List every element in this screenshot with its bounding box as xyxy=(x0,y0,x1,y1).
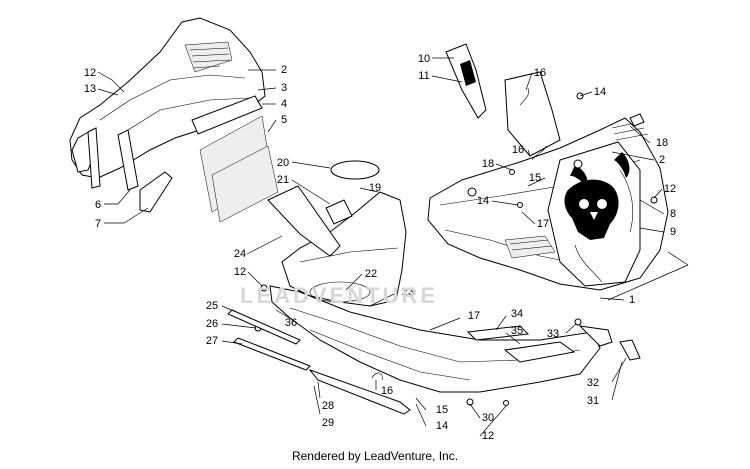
callout-26: 26 xyxy=(206,318,218,330)
callout-30: 30 xyxy=(482,412,494,424)
callout-31: 31 xyxy=(587,395,599,407)
part-5-pad xyxy=(199,115,279,223)
callout-16: 16 xyxy=(512,144,524,156)
callout-11: 11 xyxy=(418,70,429,82)
callout-7: 7 xyxy=(95,218,101,230)
callout-28: 28 xyxy=(322,400,334,412)
callout-14: 14 xyxy=(594,86,606,98)
callout-17: 17 xyxy=(468,310,480,322)
callout-25: 25 xyxy=(206,300,218,312)
callout-18: 18 xyxy=(656,137,668,149)
callout-33: 33 xyxy=(547,328,559,340)
callout-14: 14 xyxy=(436,420,448,432)
callout-2: 2 xyxy=(659,154,665,166)
callout-4: 4 xyxy=(281,98,287,110)
callout-19: 19 xyxy=(369,182,381,194)
callout-labels: 2 3 4 5 12 13 6 7 10 11 16 14 18 2 12 8 … xyxy=(84,53,676,442)
callout-12: 12 xyxy=(84,67,96,79)
part-25-27-rails xyxy=(227,309,311,371)
side-vent-grid xyxy=(184,41,233,73)
callout-16: 16 xyxy=(381,385,393,397)
callout-13: 13 xyxy=(84,83,96,95)
part-21-pad xyxy=(325,199,353,225)
callout-18: 18 xyxy=(482,158,494,170)
callout-16: 16 xyxy=(534,67,546,79)
callout-10: 10 xyxy=(418,53,430,65)
lower-pan-assembly xyxy=(269,191,601,393)
part-1-bracket xyxy=(607,251,689,301)
callout-9: 9 xyxy=(670,226,676,238)
callout-27: 27 xyxy=(206,335,218,347)
part-6-strip xyxy=(117,129,139,191)
callout-21: 21 xyxy=(277,174,289,186)
callout-12: 12 xyxy=(234,266,246,278)
part-20-ring xyxy=(330,160,380,180)
callout-5: 5 xyxy=(281,114,287,126)
callout-6: 6 xyxy=(95,199,101,211)
callout-17: 17 xyxy=(537,218,549,230)
watermark: LEADVENTURE xyxy=(240,283,439,308)
part-32-bumper xyxy=(578,325,613,347)
callout-2: 2 xyxy=(281,64,287,76)
callout-15: 15 xyxy=(529,172,541,184)
hood-vent xyxy=(504,235,556,259)
callout-34: 34 xyxy=(511,308,523,320)
callout-32: 32 xyxy=(587,377,599,389)
callout-36: 36 xyxy=(285,317,297,329)
part-3-strip xyxy=(191,95,263,135)
upper-hood-assembly xyxy=(427,117,669,291)
callout-8: 8 xyxy=(670,208,676,220)
callout-12: 12 xyxy=(482,430,494,442)
callout-22: 22 xyxy=(365,268,377,280)
part-22-seal xyxy=(309,281,371,303)
part-7-pad xyxy=(139,171,173,213)
leader-lines xyxy=(97,57,665,437)
part-10-panel xyxy=(445,43,487,119)
callout-15: 15 xyxy=(436,404,448,416)
skull-decal xyxy=(547,141,641,287)
part-28-rail xyxy=(308,368,411,415)
callout-23: 23 xyxy=(402,286,414,298)
part-24-pad xyxy=(267,185,341,257)
callout-20: 20 xyxy=(277,157,289,169)
callout-3: 3 xyxy=(281,82,287,94)
callout-12: 12 xyxy=(664,183,676,195)
callout-29: 29 xyxy=(322,417,334,429)
credit-text: Rendered by LeadVenture, Inc. xyxy=(291,449,459,463)
callout-14: 14 xyxy=(477,195,489,207)
callout-1: 1 xyxy=(629,294,635,306)
callout-35: 35 xyxy=(511,325,523,337)
callout-24: 24 xyxy=(234,248,246,260)
windshield xyxy=(504,71,561,157)
